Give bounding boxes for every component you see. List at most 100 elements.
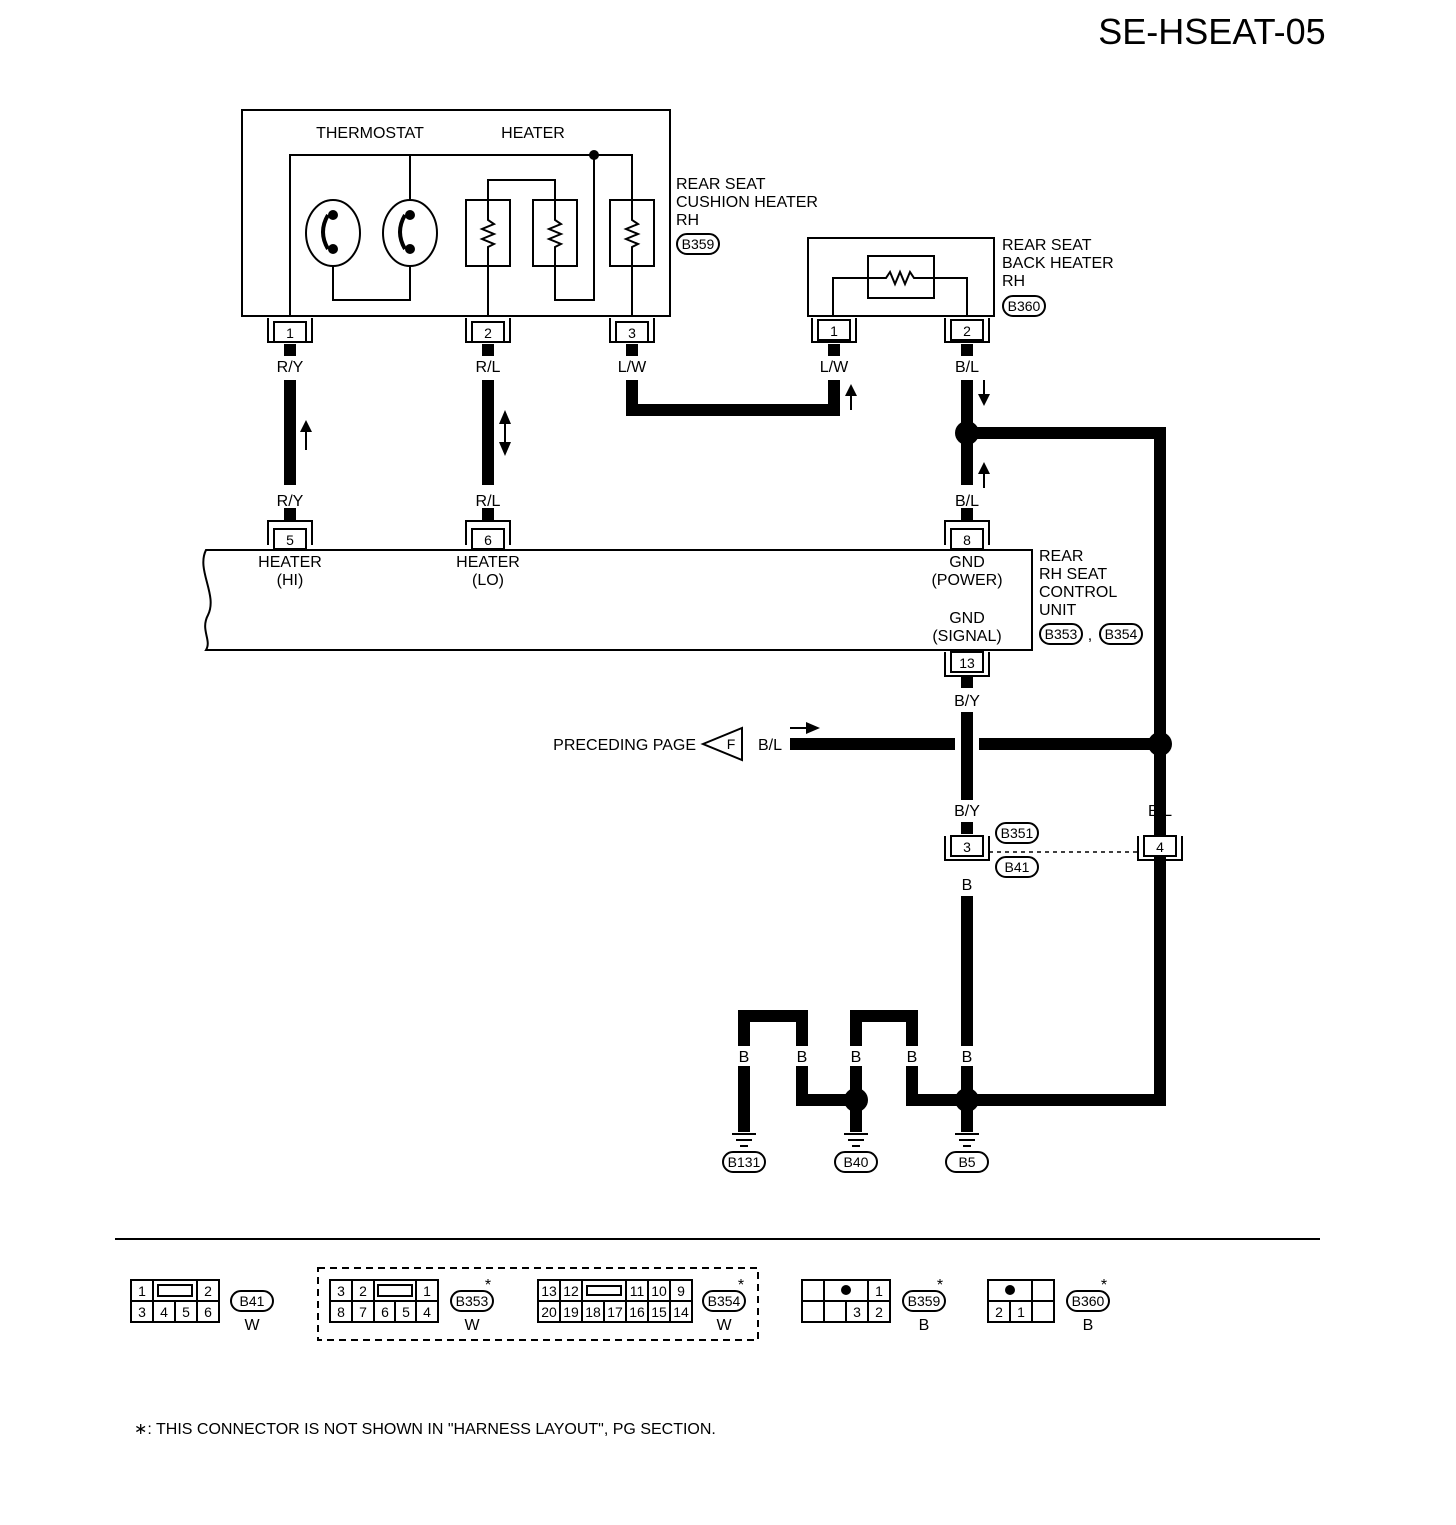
terminal-label: (LO): [472, 572, 504, 589]
cushion-heater-title-2: CUSHION HEATER: [676, 194, 818, 211]
footnote: ∗: THIS CONNECTOR IS NOT SHOWN IN "HARNE…: [134, 1421, 716, 1438]
connector-badge: [1002, 295, 1046, 317]
harness-wires: [284, 344, 1172, 1132]
heater-element-3-icon: [609, 199, 655, 267]
svg-text:2: 2: [359, 1283, 367, 1299]
wire-label: B/Y: [954, 803, 980, 820]
connector-id-b359: B359: [682, 236, 715, 252]
cushion-heater-title-1: REAR SEAT: [676, 176, 766, 193]
wire-label: B: [851, 1049, 862, 1066]
connector-badge: [995, 856, 1039, 878]
connector-view-b353: 3 2 1 8 7 6 5 4 B353 * W: [329, 1277, 494, 1334]
connector-badge: [1039, 623, 1083, 645]
svg-text:18: 18: [585, 1304, 601, 1320]
arrow-up-icon: [300, 420, 312, 432]
cushion-pin-2: 2: [465, 318, 511, 343]
splice-dot: [955, 1088, 979, 1112]
svg-text:1: 1: [875, 1283, 883, 1299]
back-pin-1: 1: [811, 318, 857, 343]
connector-view-color: B: [919, 1317, 930, 1334]
control-unit-title-4: UNIT: [1039, 602, 1077, 619]
preceding-page-link: PRECEDING PAGE F: [553, 726, 743, 762]
back-pin-2: 2: [944, 318, 990, 343]
connector-view-color: W: [716, 1317, 732, 1334]
ground-icon: [955, 1133, 979, 1147]
arrow-up-icon: [499, 410, 511, 424]
connector-badge: [1099, 623, 1143, 645]
connector-view-id: B353: [456, 1293, 489, 1309]
wire-label: B/L: [955, 359, 979, 376]
wire-label: B: [962, 1049, 973, 1066]
svg-text:9: 9: [677, 1283, 685, 1299]
svg-text:2: 2: [963, 323, 971, 339]
cushion-heater: THERMOSTAT HEATER: [241, 109, 818, 343]
control-unit-title-3: CONTROL: [1039, 584, 1117, 601]
svg-text:1: 1: [830, 323, 838, 339]
thermostat-link: [332, 262, 411, 301]
back-heater-resistor-icon: [868, 269, 934, 287]
svg-text:4: 4: [1156, 839, 1164, 855]
wire-label: B: [1155, 1049, 1166, 1066]
joint-connector: 3 4 B351 B41: [944, 822, 1183, 878]
wire-label: L/W: [820, 359, 849, 376]
cushion-heater-box: [241, 109, 671, 317]
asterisk: *: [485, 1277, 491, 1294]
connector-id-b41: B41: [1005, 859, 1030, 875]
svg-text:6: 6: [381, 1304, 389, 1320]
connector-badge: [834, 1151, 878, 1173]
svg-text:15: 15: [651, 1304, 667, 1320]
connector-view-id: B359: [908, 1293, 941, 1309]
arrow-up-icon: [845, 384, 857, 396]
wire-b-loop: [738, 1010, 808, 1046]
off-page-flag-letter: F: [727, 736, 736, 752]
terminal-label: HEATER: [456, 554, 520, 571]
wire-label: R/Y: [277, 493, 304, 510]
wire-label: B: [739, 1049, 750, 1066]
svg-text:11: 11: [630, 1283, 645, 1299]
svg-text:2: 2: [875, 1304, 883, 1320]
connector-view-b359: 1 3 2 B359 * B: [801, 1277, 946, 1334]
svg-text:14: 14: [673, 1304, 689, 1320]
wire-bl-ground: [967, 427, 1166, 1100]
svg-text:3: 3: [963, 839, 971, 855]
cushion-pin-3: 3: [609, 318, 655, 343]
control-unit-connector-group: [317, 1267, 759, 1341]
connector-view-id: B354: [708, 1293, 741, 1309]
cushion-heater-title-3: RH: [676, 212, 699, 229]
connector-view-b41: 1 2 3 4 5 6 B41 W: [130, 1279, 274, 1334]
terminal-label: (SIGNAL): [932, 628, 1001, 645]
terminal-label: GND: [949, 610, 985, 627]
thermostat-label: THERMOSTAT: [316, 125, 424, 142]
heater-elements-top-link: [487, 179, 556, 200]
control-unit: 5 6 8 13 HEATER (HI) HEATER (LO) GND (PO…: [202, 520, 1143, 677]
back-heater: REAR SEAT BACK HEATER RH B360 1 2: [807, 237, 1114, 343]
ground-id: B40: [844, 1154, 869, 1170]
connector-view-b360: 2 1 B360 * B: [987, 1277, 1110, 1334]
wire-label: B: [907, 1049, 918, 1066]
cushion-internal-wire-top: [289, 154, 633, 316]
current-arrows: [300, 380, 990, 734]
ground-icon: [732, 1133, 756, 1147]
back-heater-wire-left: [832, 277, 868, 316]
wire-lw: [626, 380, 840, 416]
wire-label: B/L: [1148, 803, 1172, 820]
back-heater-title-3: RH: [1002, 273, 1025, 290]
terminal-label: (HI): [277, 572, 304, 589]
svg-text:2: 2: [484, 325, 492, 341]
terminal-label: GND: [949, 554, 985, 571]
control-pin-6: 6: [465, 520, 511, 550]
ground-icon: [844, 1133, 868, 1147]
arrow-down-icon: [978, 394, 990, 406]
control-unit-title-2: RH SEAT: [1039, 566, 1107, 583]
ground-b5: B5: [945, 1133, 989, 1173]
connector-badge: [945, 1151, 989, 1173]
heater-element-1-icon: [465, 199, 511, 267]
connector-badge: [722, 1151, 766, 1173]
svg-text:20: 20: [541, 1304, 557, 1320]
wire-label: L/W: [618, 359, 647, 376]
svg-text:12: 12: [563, 1283, 579, 1299]
splice-dot: [1148, 732, 1172, 756]
ground-b40: B40: [834, 1133, 878, 1173]
connector-view-b354: 13 12 11 10 9 20 19 18 17 16 15 14 B354 …: [537, 1277, 746, 1334]
